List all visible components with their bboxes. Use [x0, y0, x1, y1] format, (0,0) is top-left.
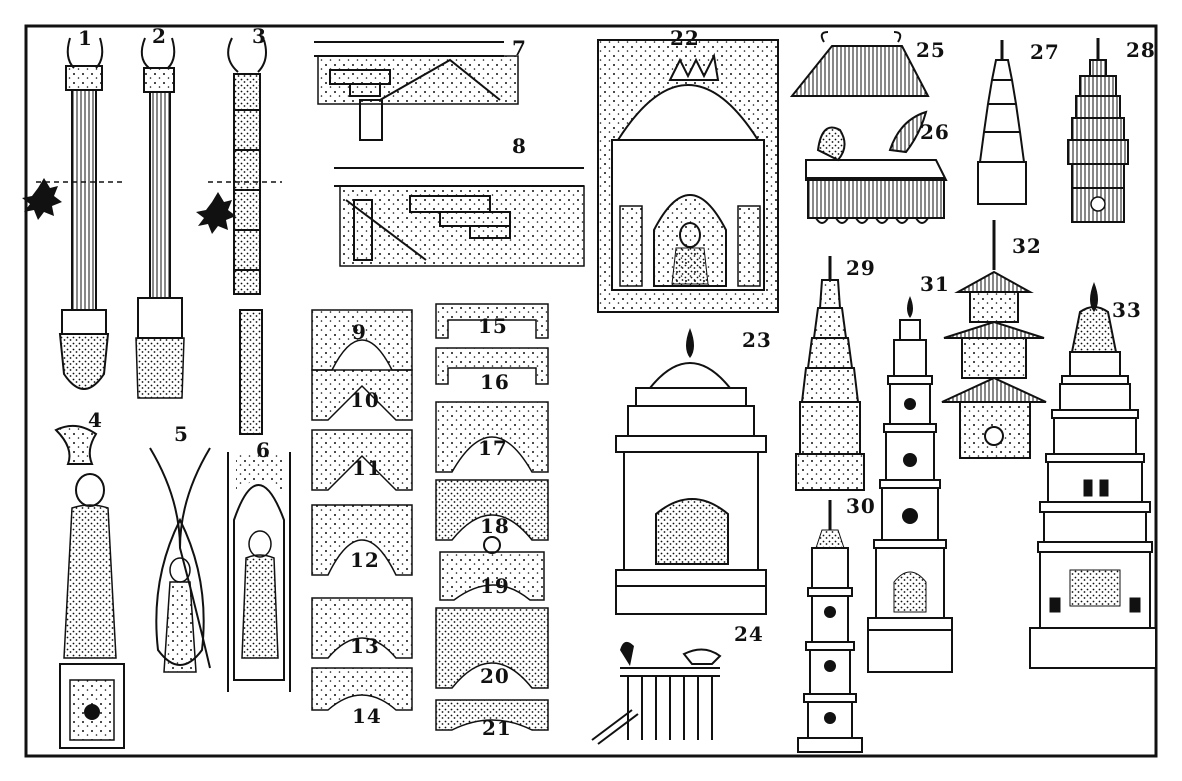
figure-number-15: 15	[478, 314, 508, 338]
figure-number-24: 24	[734, 622, 764, 646]
figure-27-pagoda	[977, 40, 1027, 205]
figure-number-31: 31	[920, 272, 950, 296]
figure-8-bracket	[334, 167, 585, 267]
figure-7-bracket	[314, 41, 519, 141]
figure-number-4: 4	[88, 408, 103, 432]
figure-number-21: 21	[482, 716, 512, 740]
figure-number-12: 12	[350, 548, 380, 572]
figure-number-7: 7	[512, 36, 527, 60]
figure-number-23: 23	[742, 328, 772, 352]
figure-number-13: 13	[350, 634, 380, 658]
figure-number-18: 18	[480, 514, 510, 538]
figure-number-17: 17	[478, 436, 508, 460]
figure-number-22: 22	[670, 26, 700, 50]
figure-31-pagoda	[867, 296, 953, 673]
figure-number-5: 5	[174, 422, 189, 446]
arch-column-right	[435, 303, 549, 731]
figure-number-11: 11	[352, 456, 382, 480]
figure-4-caryatid-pillar	[54, 424, 125, 749]
figure-2-column	[135, 37, 185, 399]
figure-25-roof	[789, 31, 930, 97]
figure-number-8: 8	[512, 134, 527, 158]
figure-number-19: 19	[480, 574, 510, 598]
figure-1-column	[22, 37, 126, 390]
figure-30-pagoda	[797, 500, 863, 753]
figure-23-stupa-shrine	[615, 328, 767, 615]
figure-number-33: 33	[1112, 298, 1142, 322]
figure-32-pagoda	[941, 220, 1047, 459]
figure-number-25: 25	[916, 38, 946, 62]
figure-29-pagoda	[795, 256, 865, 491]
figure-28-pagoda	[1067, 38, 1129, 223]
figure-number-27: 27	[1030, 40, 1060, 64]
figure-number-16: 16	[480, 370, 510, 394]
figure-number-6: 6	[256, 438, 271, 462]
figure-number-20: 20	[480, 664, 510, 688]
figure-24-railing	[591, 641, 722, 745]
figure-33-pagoda	[1029, 282, 1157, 669]
figure-number-26: 26	[920, 120, 950, 144]
figure-number-32: 32	[1012, 234, 1042, 258]
figure-number-29: 29	[846, 256, 876, 280]
figure-number-28: 28	[1126, 38, 1156, 62]
plate-border	[24, 24, 1158, 758]
figure-22-shrine-relief	[597, 39, 779, 313]
figure-6-niche-guardian	[227, 452, 291, 692]
figure-26-roof-ridge	[805, 110, 948, 224]
figure-number-10: 10	[350, 388, 380, 412]
figure-number-2: 2	[152, 24, 167, 48]
figure-number-1: 1	[78, 26, 93, 50]
figure-number-30: 30	[846, 494, 876, 518]
figure-number-3: 3	[252, 24, 267, 48]
figure-5-niche-figure	[149, 447, 211, 673]
arch-column-left	[311, 309, 413, 711]
figure-3-column	[196, 37, 282, 435]
figure-number-14: 14	[352, 704, 382, 728]
figure-number-9: 9	[352, 320, 367, 344]
